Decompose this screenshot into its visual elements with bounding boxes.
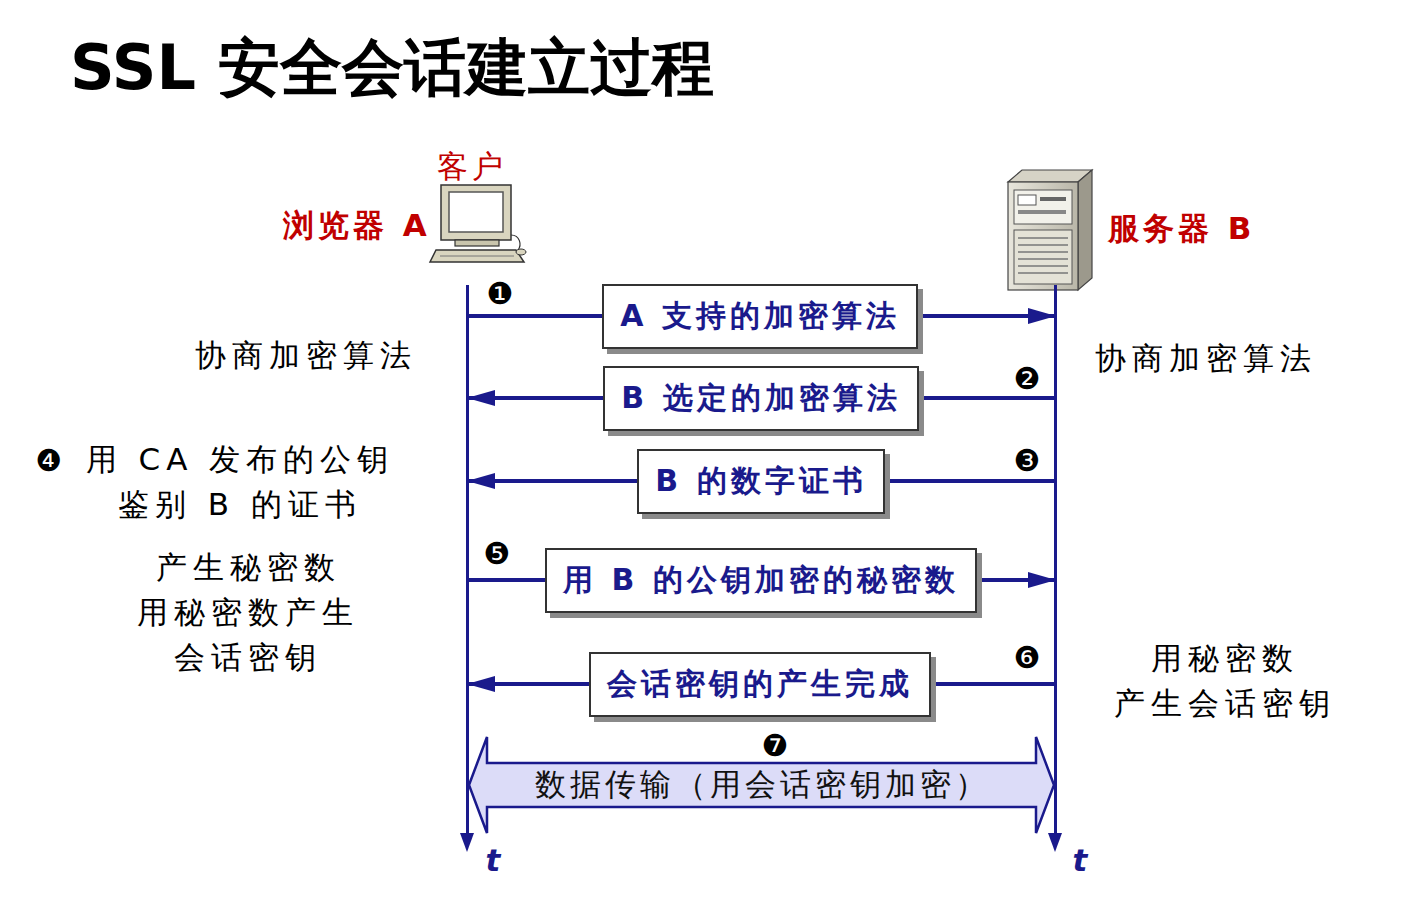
computer-icon: [430, 185, 526, 262]
title: SSL 安全会话建立过程: [70, 26, 714, 110]
step-note: 产生秘密数 用秘密数产生 会话密钥: [128, 545, 368, 680]
callout-number: ❸: [1014, 443, 1041, 478]
timeline: 客户浏览器 A: [466, 285, 469, 837]
band-label: 数据传输（用会话密钥加密）: [529, 762, 996, 808]
message-box: 会话密钥的产生完成: [589, 652, 931, 717]
step-note: 用 CA 发布的公钥 鉴别 B 的证书: [75, 437, 405, 527]
message-box: B 的数字证书: [637, 449, 884, 514]
callout-number: ❻: [1014, 640, 1041, 675]
time-axis-label: t: [1073, 842, 1088, 878]
party-heading: 客户: [437, 146, 507, 188]
callout-number: ❼: [762, 728, 789, 763]
message-box: B 选定的加密算法: [603, 366, 918, 431]
callout-number: ❺: [484, 536, 511, 571]
time-axis-label: t: [486, 842, 501, 878]
callout-number: ❷: [1014, 361, 1041, 396]
message-box: 用 B 的公钥加密的秘密数: [545, 548, 977, 613]
callout-number: ❶: [487, 276, 514, 311]
party-name: 浏览器 A: [283, 205, 431, 247]
step-note: 协商加密算法: [195, 335, 417, 377]
data-transfer-band: [469, 737, 1054, 833]
server-icon: [1008, 170, 1092, 290]
party-name: 服务器 B: [1108, 208, 1255, 250]
message-box: A 支持的加密算法: [602, 284, 918, 349]
callout-number: ❹: [36, 443, 63, 478]
step-note: 用秘密数 产生会话密钥: [1105, 636, 1345, 726]
timeline: 服务器 B: [1054, 285, 1057, 837]
step-note: 协商加密算法: [1095, 338, 1317, 380]
